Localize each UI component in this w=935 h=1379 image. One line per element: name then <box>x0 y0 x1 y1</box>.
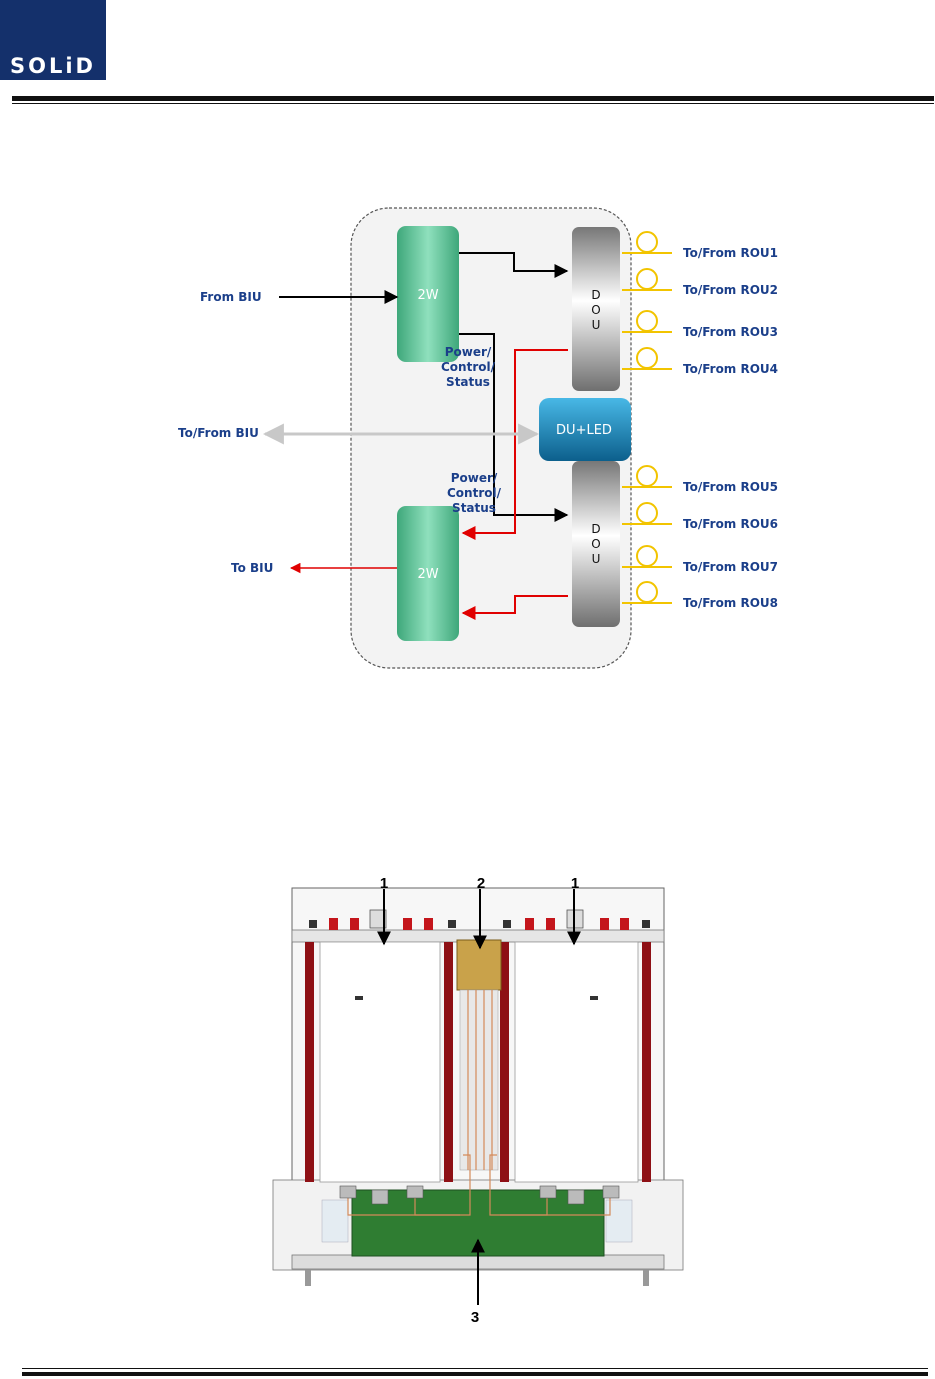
to-biu-label: To BIU <box>231 561 273 575</box>
fiber-loop-rou6 <box>637 503 657 523</box>
rou-label-4: To/From ROU4 <box>683 362 778 376</box>
callout-1-right: 1 <box>571 875 579 892</box>
bottom-2w-label: 2W <box>417 567 438 582</box>
top-dou-letter-o: O <box>591 303 600 317</box>
footer-rule-thin <box>22 1368 928 1369</box>
callout-1-left: 1 <box>380 875 388 892</box>
top-2w-label: 2W <box>417 288 438 303</box>
callout-3: 3 <box>471 1309 479 1326</box>
rou-label-7: To/From ROU7 <box>683 560 778 574</box>
du-led-label: DU+LED <box>556 423 612 438</box>
power-label-top-1: Power/ <box>445 345 492 359</box>
rou-label-5: To/From ROU5 <box>683 480 778 494</box>
top-dou-letter-d: D <box>591 288 600 302</box>
fiber-loop-rou3 <box>637 311 657 331</box>
fiber-loop-rou5 <box>637 466 657 486</box>
fiber-loop-rou4 <box>637 348 657 368</box>
power-label-bottom-2: Control/ <box>447 486 502 500</box>
power-label-top-2: Control/ <box>441 360 496 374</box>
bottom-dou-letter-d: D <box>591 522 600 536</box>
to-from-biu-label: To/From BIU <box>178 426 259 440</box>
top-dou-letter-u: U <box>592 318 601 332</box>
fiber-loop-rou8 <box>637 582 657 602</box>
bottom-dou-letter-u: U <box>592 552 601 566</box>
rou-label-6: To/From ROU6 <box>683 517 778 531</box>
callout-2: 2 <box>477 875 485 892</box>
fiber-loop-rou2 <box>637 269 657 289</box>
from-biu-label: From BIU <box>200 290 262 304</box>
rou-label-3: To/From ROU3 <box>683 325 778 339</box>
footer-rule <box>22 1372 928 1376</box>
rou-label-2: To/From ROU2 <box>683 283 778 297</box>
power-label-bottom-3: Status <box>452 501 496 515</box>
fiber-loop-rou1 <box>637 232 657 252</box>
bottom-dou-letter-o: O <box>591 537 600 551</box>
rou-label-8: To/From ROU8 <box>683 596 778 610</box>
module-photo <box>273 888 683 1286</box>
power-label-bottom-1: Power/ <box>451 471 498 485</box>
rou-label-1: To/From ROU1 <box>683 246 778 260</box>
power-label-top-3: Status <box>446 375 490 389</box>
fiber-loop-rou7 <box>637 546 657 566</box>
